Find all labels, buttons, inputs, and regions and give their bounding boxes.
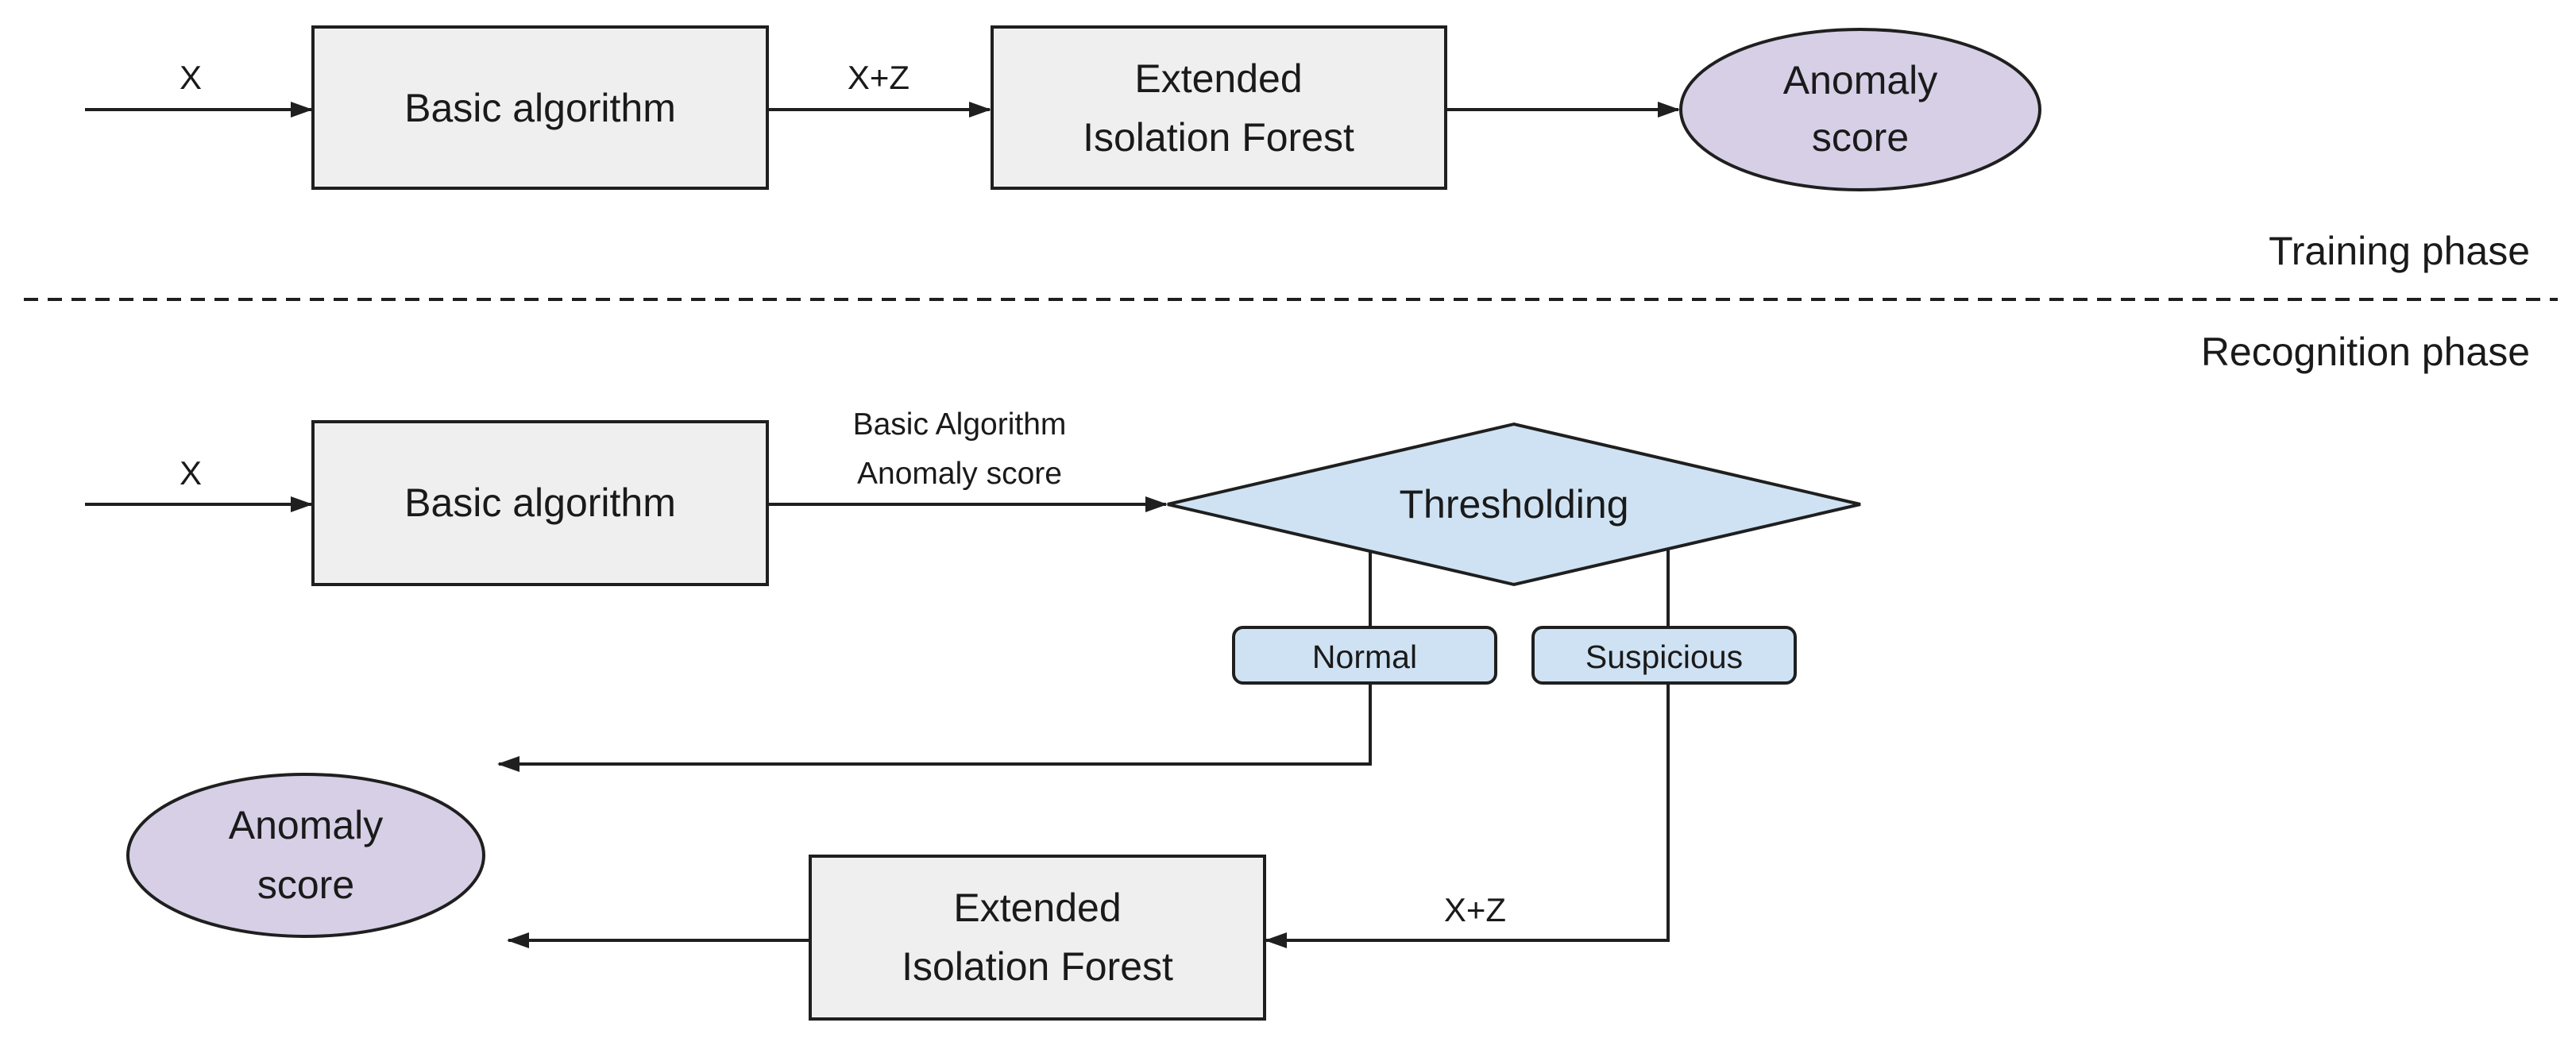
recognition-anomaly-score-line2: score (257, 863, 354, 907)
recognition-basic-algorithm-box (311, 420, 769, 586)
training-basic-algorithm-box (311, 25, 769, 190)
suspicious-branch-tag (1531, 626, 1797, 685)
training-phase-label: Training phase (2269, 229, 2530, 273)
training-anomaly-score-ellipse (1679, 28, 2041, 191)
training-basic-algorithm-label: Basic algorithm (404, 86, 676, 130)
recognition-input-label: X (180, 454, 202, 492)
training-eif-label-line1: Extended (1134, 56, 1302, 101)
recognition-edge-label-line2: Anomaly score (857, 457, 1062, 491)
recognition-anomaly-score-line1: Anomaly (229, 803, 384, 847)
recognition-phase-label: Recognition phase (2201, 330, 2530, 374)
recognition-basic-algorithm-label: Basic algorithm (404, 480, 676, 525)
normal-branch-label: Normal (1312, 639, 1417, 675)
suspicious-branch-arrow (1265, 683, 1670, 948)
recognition-eif-box (809, 855, 1266, 1021)
thresholding-decision-diamond (1167, 422, 1861, 587)
suspicious-edge-label: X+Z (1444, 891, 1506, 928)
training-section: X Basic algorithm X+Z Extended Isolation… (85, 25, 2530, 273)
recognition-edge-label-line1: Basic Algorithm (853, 407, 1067, 442)
normal-branch-arrow (497, 683, 1372, 772)
suspicious-branch-label: Suspicious (1585, 639, 1743, 675)
training-edge-label: X+Z (848, 59, 910, 96)
recognition-section: Recognition phase X Basic algorithm Basi… (85, 330, 2530, 1021)
training-anomaly-score-line2: score (1812, 115, 1909, 160)
training-eif-label-line2: Isolation Forest (1083, 115, 1354, 160)
recognition-eif-label-line1: Extended (953, 886, 1121, 930)
thresholding-label: Thresholding (1399, 482, 1628, 527)
normal-branch-tag (1232, 626, 1497, 685)
training-eif-box (991, 25, 1447, 190)
recognition-eif-label-line2: Isolation Forest (902, 944, 1173, 989)
training-input-label: X (180, 59, 202, 96)
recognition-anomaly-score-ellipse (126, 773, 485, 938)
training-anomaly-score-line1: Anomaly (1783, 58, 1938, 102)
